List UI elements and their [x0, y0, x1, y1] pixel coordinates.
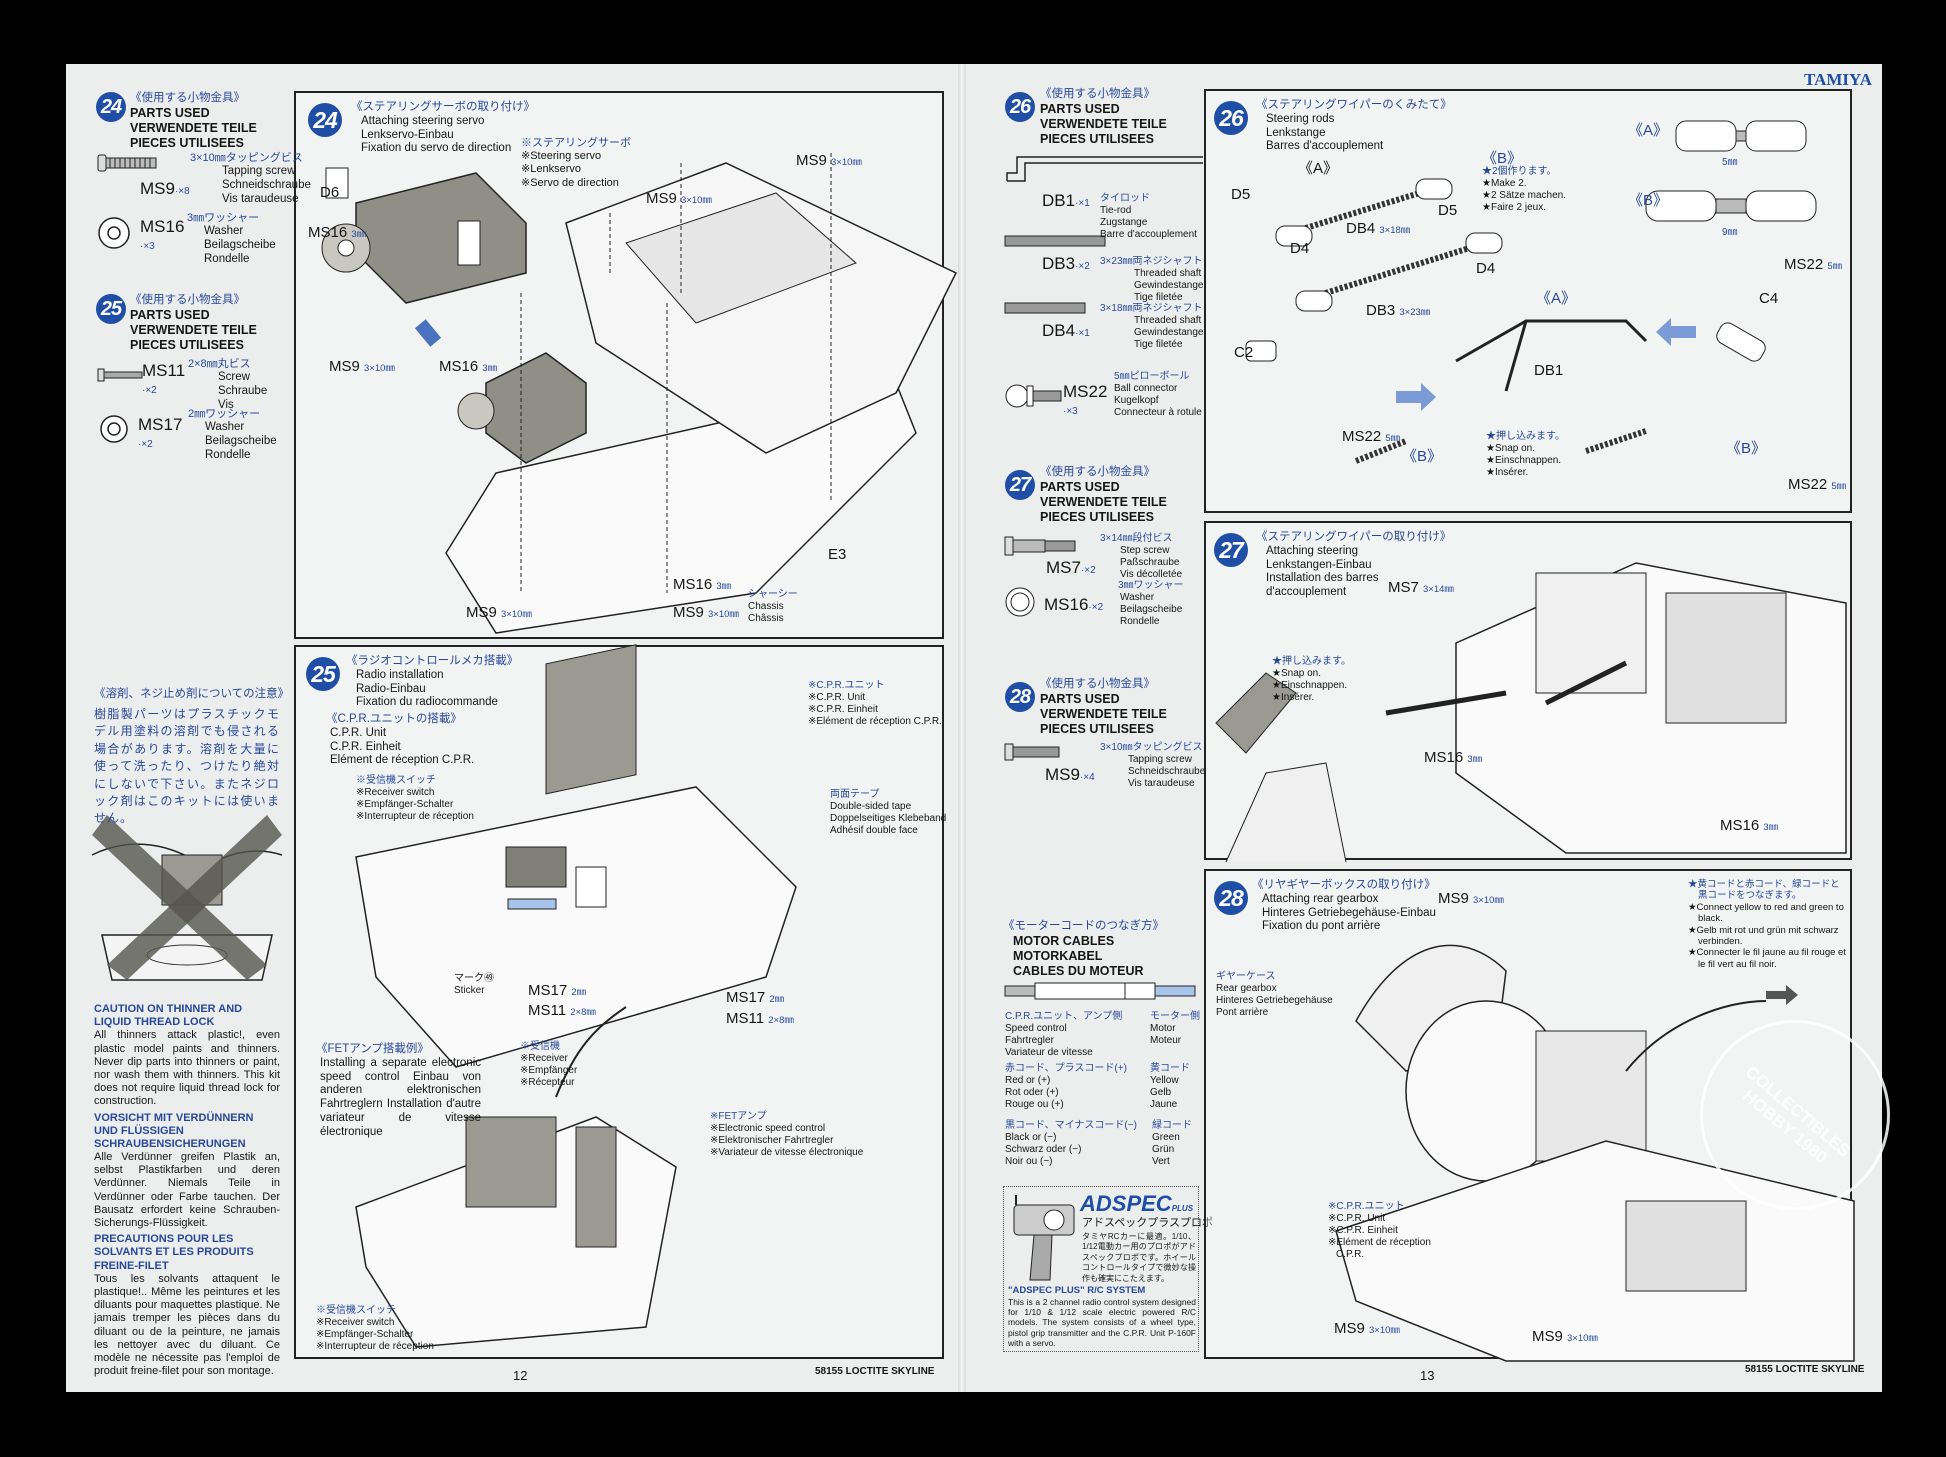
rear-gearbox-illustration: [1335, 944, 1855, 1362]
step-title-jp: 《ステアリングワイパーのくみたて》: [1256, 99, 1452, 111]
step-badge: 25: [306, 657, 340, 691]
step-28-panel: 28 《リヤギヤーボックスの取り付け》 Attaching rear gearb…: [1204, 869, 1855, 1362]
parts-heading-jp: 《使用する小物金具》: [130, 92, 245, 104]
tie-rod-icon: [1006, 156, 1203, 182]
tapping-screw-icon: [97, 154, 157, 172]
caution-body-de: Alle Verdünner greifen Plastik an, selbs…: [94, 1151, 280, 1229]
radio-installation-illustration: [355, 644, 797, 1348]
no-thinner-illustration: [91, 815, 283, 981]
step-title-jp: 《リヤギヤーボックスの取り付け》: [1252, 879, 1436, 891]
washer-icon: [98, 217, 130, 249]
step-badge: 27: [1214, 533, 1248, 567]
screw-icon: [97, 368, 143, 382]
step-badge: 26: [1214, 101, 1248, 135]
step-screw-icon: [1004, 536, 1076, 556]
step-badge: 24: [308, 103, 342, 137]
servo-callout: ※ステアリングサーボ※Steering servo※Lenkservo※Serv…: [521, 137, 631, 189]
step-badge: 28: [1005, 682, 1035, 712]
step-title-jp: 《ステアリングワイパーの取り付け》: [1256, 531, 1452, 543]
snap-on-note: ★押し込みます。★Snap on.★Einschnappen.★Insérer.: [1486, 431, 1565, 478]
ball-connector-icon: [1005, 384, 1062, 408]
parts-heading-fr: PIECES UTILISEES: [130, 135, 244, 150]
step-24-panel: 24 《ステアリングサーボの取り付け》 Attaching steering s…: [294, 91, 958, 639]
cpr-unit-callout: ※C.P.R.ユニット※C.P.R. Unit※C.P.R. Einheit※E…: [1328, 1201, 1431, 1260]
step-badge: 24: [96, 92, 126, 122]
brand-logo: TAMIYA: [1804, 70, 1873, 89]
fet-amp-heading: 《FETアンプ搭載例》Installing a separate electro…: [316, 1043, 481, 1138]
motor-connector-illustration: [1004, 982, 1196, 1000]
servo-chassis-illustration: [321, 153, 958, 634]
snap-on-note: ★押し込みます。★Snap on.★Einschnappen.★Insérer.: [1272, 656, 1351, 703]
parts-heading-de: VERWENDETE TEILE: [130, 120, 257, 135]
caution-body-en: All thinners attack plastic!, even plast…: [94, 1029, 280, 1108]
cpr-unit-callout: ※C.P.R.ユニット※C.P.R. Unit※C.P.R. Einheit※E…: [808, 680, 942, 727]
make-two-note: 《B》★2個作ります。★Make 2.★2 Sätze machen.★Fair…: [1482, 150, 1567, 213]
page-number-left: 12: [513, 1368, 528, 1383]
washer-icon: [100, 415, 128, 443]
step-badge: 28: [1214, 881, 1248, 915]
caution-body-jp: 樹脂製パーツはプラスチックモデル用塗料の溶剤でも侵される場合があります。溶剤を大…: [94, 707, 280, 826]
caution-body-fr: Tous les solvants attaquent le plastique…: [94, 1272, 280, 1378]
steering-attach-illustration: [1215, 562, 1847, 863]
steering-rods-illustration: [1245, 120, 1817, 464]
connect-wires-note: ★黄コードと赤コード、緑コードと黒コードをつなぎます。★Connect yell…: [1688, 879, 1846, 970]
part-code: MS9: [140, 179, 175, 198]
receiver-switch-callout: ※受信機スイッチ※Receiver switch※Empfänger-Schal…: [356, 775, 474, 822]
threaded-shaft-icon: [1004, 302, 1086, 314]
transmitter-illustration: [1013, 1195, 1075, 1281]
caution-title-jp: 《溶剤、ネジ止め剤についての注意》: [94, 688, 290, 700]
caution-heading-fr: PRECAUTIONS POUR LES SOLVANTS ET LES PRO…: [94, 1233, 254, 1272]
step-title-jp: 《ステアリングサーボの取り付け》: [351, 101, 535, 113]
caution-heading-en: CAUTION ON THINNER AND LIQUID THREAD LOC…: [94, 1003, 243, 1029]
tapping-screw-icon: [1004, 743, 1060, 761]
caution-heading-de: VORSICHT MIT VERDÜNNERN UND FLÜSSIGEN SC…: [94, 1111, 254, 1150]
washer-icon: [1005, 587, 1035, 617]
kit-code-left: 58155 LOCTITE SKYLINE: [815, 1366, 935, 1377]
parts-heading-en: PARTS USED: [130, 105, 210, 120]
page-spine: [958, 64, 966, 1392]
adspec-advert: ADSPECPLUS アドスペックプラスプロポ タミヤRCカーに最適。1/10、…: [1003, 1186, 1213, 1352]
step-badge: 26: [1005, 92, 1035, 122]
step-title-jp: 《ラジオコントロールメカ搭載》: [346, 655, 519, 667]
fet-amp-callout: ※FETアンプ※Electronic speed control※Elektro…: [710, 1111, 864, 1158]
step-badge: 27: [1005, 470, 1035, 500]
receiver-switch-callout-2: ※受信機スイッチ※Receiver switch※Empfänger-Schal…: [316, 1305, 434, 1352]
page-number-right: 13: [1420, 1368, 1435, 1383]
kit-code-right: 58155 LOCTITE SKYLINE: [1745, 1364, 1865, 1375]
receiver-callout: ※受信機※Receiver※Empfänger※Récepteur: [520, 1041, 578, 1088]
step-badge: 25: [96, 294, 126, 324]
adspec-logo: ADSPEC: [1080, 1191, 1172, 1216]
threaded-shaft-icon: [1004, 235, 1106, 247]
